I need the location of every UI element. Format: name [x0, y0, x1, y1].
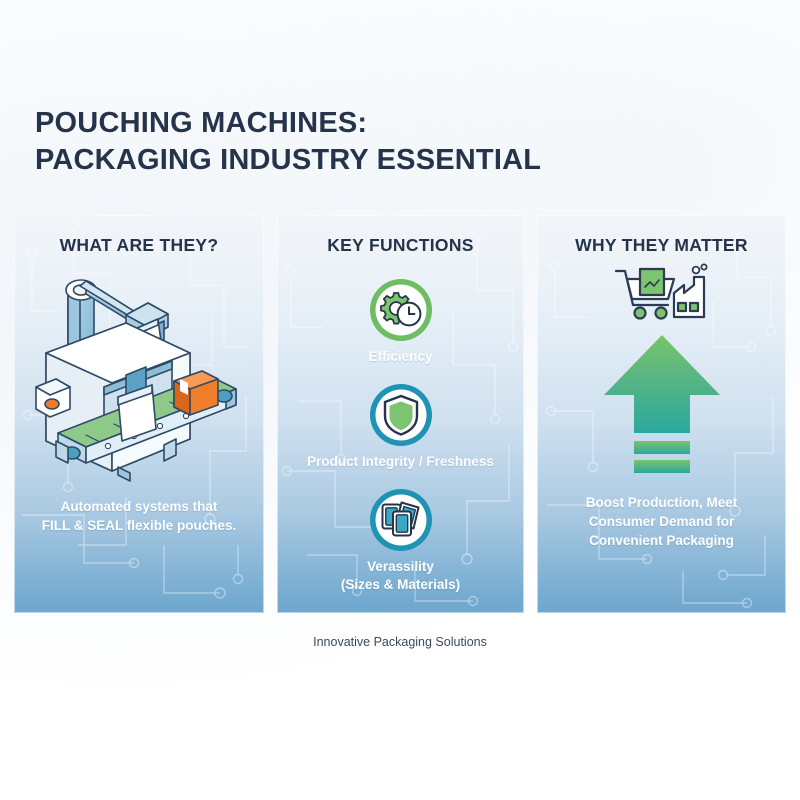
- gear-clock-icon: [369, 279, 432, 341]
- label-line: (Sizes & Materials): [340, 577, 461, 593]
- key-function-item: Efficiency: [277, 277, 524, 366]
- shopping-cart-factory-icon: [614, 263, 708, 320]
- panel-2-heading: KEY FUNCTIONS: [327, 235, 474, 255]
- caption-line: FILL & SEAL flexible pouches.: [41, 518, 237, 534]
- key-function-item: Product Integrity / Freshness: [277, 382, 524, 471]
- title-line-2: PACKAGING INDUSTRY ESSENTIAL: [35, 143, 542, 176]
- panel-1-caption: Automated systems that FILL & SEAL flexi…: [24, 497, 254, 535]
- caption-line: Automated systems that: [60, 499, 218, 514]
- page-title: POUCHING MACHINES: PACKAGING INDUSTRY ES…: [35, 105, 655, 179]
- panel-3-caption: Boost Production, Meet Consumer Demand f…: [547, 493, 776, 550]
- panel-1-heading: WHAT ARE THEY?: [59, 235, 219, 255]
- key-function-item: Verassility (Sizes & Materials): [277, 487, 524, 594]
- title-line-1: POUCHING MACHINES:: [35, 107, 368, 139]
- pouch-stack-icon: [369, 489, 432, 551]
- panel-why-they-matter: WHY THEY MATTER: [537, 215, 786, 613]
- up-arrow-growth-icon: [603, 335, 720, 473]
- label-line: Product Integrity / Freshness: [307, 454, 494, 469]
- pouching-machine-illustration: [35, 279, 237, 482]
- panel-what-are-they: WHAT ARE THEY?: [14, 215, 264, 613]
- label-line: Verassility: [367, 559, 434, 574]
- label-line: Efficiency: [368, 349, 433, 364]
- caption-line: Consumer Demand for: [588, 514, 735, 530]
- key-function-label: Product Integrity / Freshness: [277, 453, 524, 471]
- caption-line: Convenient Packaging: [589, 533, 734, 549]
- caption-line: Boost Production, Meet: [585, 495, 738, 510]
- panel-3-heading: WHY THEY MATTER: [575, 235, 748, 255]
- key-function-label: Efficiency: [277, 348, 524, 366]
- panel-key-functions: KEY FUNCTIONS Efficiency: [277, 215, 524, 613]
- key-function-label: Verassility (Sizes & Materials): [277, 558, 524, 594]
- footer-tagline: Innovative Packaging Solutions: [313, 635, 487, 649]
- shield-icon: [369, 384, 432, 446]
